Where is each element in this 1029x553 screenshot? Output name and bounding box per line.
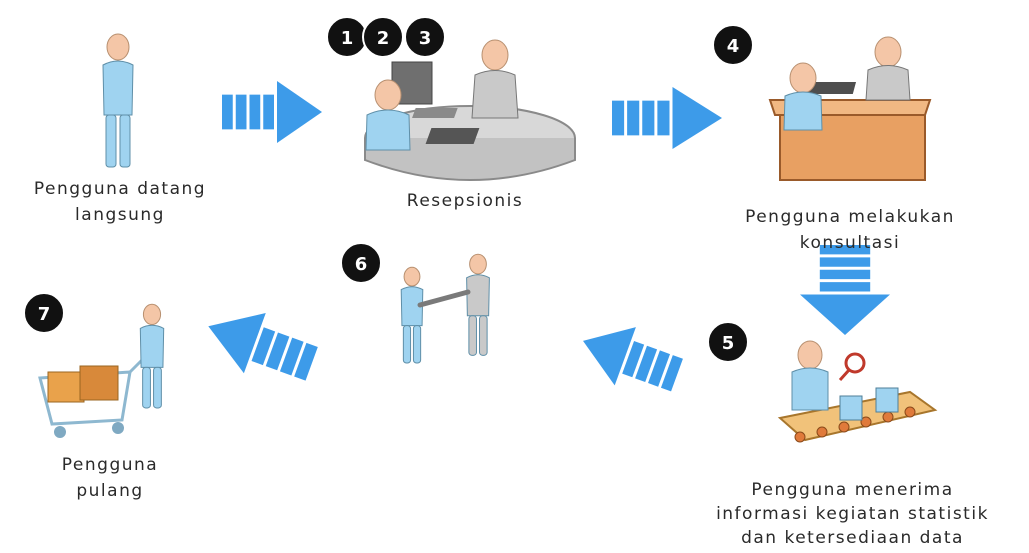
shopping-cart-person-icon [38,303,165,438]
label-consult-line1: Pengguna melakukan [745,207,955,227]
step-badge-2: 2 [362,16,404,58]
label-reception: Resepsionis [355,188,575,214]
standing-person-icon [102,33,134,168]
label-arrive: Pengguna datang langsung [0,176,240,228]
label-receive-line2: informasi kegiatan statistik [716,504,989,524]
arrow-consult-to-receive [800,245,890,335]
label-arrive-line2: langsung [75,205,165,225]
label-home-line2: pulang [76,481,144,501]
step-badge-5: 5 [707,321,749,363]
label-receive-line1: Pengguna menerima [751,480,954,500]
receptionist-desk-icon [364,39,576,181]
label-consult-line2: konsultasi [799,233,901,253]
label-consult: Pengguna melakukan konsultasi [690,204,1010,256]
step-badge-3: 3 [404,16,446,58]
label-arrive-line1: Pengguna datang [33,179,207,199]
step-badge-4: 4 [712,24,754,66]
arrow-receive-to-handshake [583,327,683,392]
label-receive-line3: dan ketersediaan data [741,528,964,548]
step-badge-7: 7 [23,292,65,334]
arrow-handshake-to-home [208,313,318,381]
arrow-reception-to-consult [612,87,722,149]
label-receive: Pengguna menerima informasi kegiatan sta… [680,478,1025,550]
step-badge-6: 6 [340,242,382,284]
label-home-line1: Pengguna [61,455,159,475]
arrow-arrive-to-reception [222,81,322,143]
step-badge-1: 1 [326,16,368,58]
conveyor-inspection-icon [777,340,938,443]
handshake-icon [400,253,490,364]
consultation-desk-icon [768,36,932,181]
label-reception-line1: Resepsionis [406,191,524,211]
label-home: Pengguna pulang [20,452,200,504]
